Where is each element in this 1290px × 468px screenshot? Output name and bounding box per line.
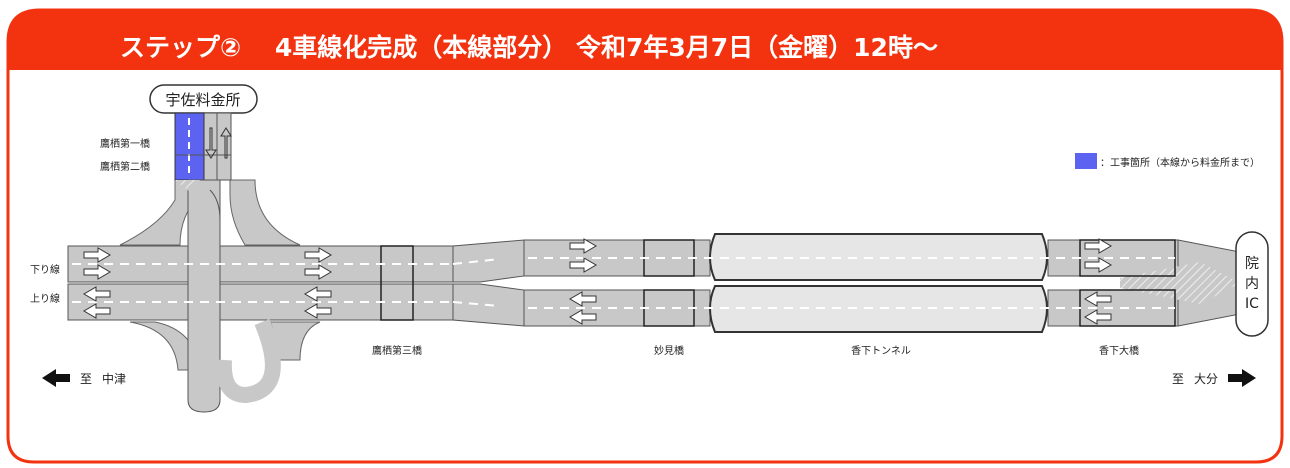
direction-right-prefix: 至 [1172, 372, 1184, 386]
page-title: ステップ② 4車線化完成（本線部分） 令和7年3月7日（金曜）12時～ [120, 33, 938, 62]
ic-box [1235, 231, 1269, 337]
direction-left: 中津 [102, 371, 126, 386]
access-hatch [175, 180, 200, 192]
tollgate-label: 宇佐料金所 [165, 91, 240, 109]
ic-label-2: 内 [1245, 276, 1259, 292]
bridge-label-takasu3: 鷹栖第三橋 [372, 344, 422, 357]
mainline-left [67, 245, 454, 321]
lane-markings [72, 257, 1175, 309]
bridge-label-myoken: 妙見橋 [654, 344, 684, 357]
arrow-right-icon [1228, 369, 1256, 387]
lane-arrows-up [83, 286, 1112, 325]
bridge-label-kouge: 香下大橋 [1099, 344, 1139, 357]
title-banner [8, 10, 1282, 70]
access-road [174, 112, 232, 413]
ic-label-3: IC [1245, 296, 1259, 312]
loop-ramps [215, 318, 281, 404]
ic-label-1: 院 [1245, 256, 1259, 272]
up-line-label: 上り線 [30, 292, 60, 305]
bridge-label-takasu1: 鷹栖第一橋 [100, 137, 150, 150]
lane-arrows-down [83, 238, 1112, 280]
direction-right: 大分 [1194, 372, 1218, 386]
legend-swatch [1075, 153, 1097, 169]
direction-left-prefix: 至 [80, 372, 92, 386]
tunnel [709, 233, 1048, 333]
arrow-left-icon [42, 369, 70, 387]
down-line-label: 下り線 [30, 263, 60, 276]
bridge-label-takasu2: 鷹栖第二橋 [100, 160, 150, 173]
legend-label: ：工事箇所（本線から料金所まで） [1100, 156, 1260, 169]
ic-merge-hatch [1120, 262, 1240, 304]
bridge-label-tunnel: 香下トンネル [851, 345, 911, 357]
